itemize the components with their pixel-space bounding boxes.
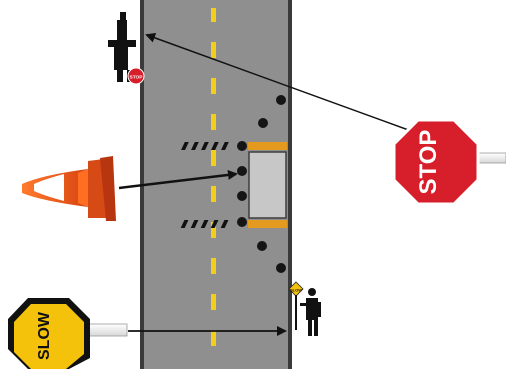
lane-dash xyxy=(211,8,216,22)
stop-paddle-label: STOP xyxy=(415,130,442,195)
cone-marker xyxy=(237,141,247,151)
work-area-box xyxy=(248,151,287,219)
lane-dash xyxy=(211,222,216,238)
flagger-icon xyxy=(300,288,321,336)
small-slow-label: SLOW xyxy=(290,288,302,293)
lane-dash xyxy=(211,294,216,310)
slow-handle xyxy=(83,323,128,337)
lane-dash xyxy=(211,258,216,274)
lane-dash xyxy=(211,186,216,202)
cone-marker xyxy=(257,241,267,251)
barrier-stripes-top xyxy=(181,142,229,150)
center-lane-line xyxy=(211,8,216,346)
lane-dash xyxy=(211,78,216,94)
stop-arrow xyxy=(145,33,415,133)
barrier-stripes-bottom xyxy=(180,220,229,228)
cone-marker xyxy=(237,191,247,201)
stop-paddle-icon: STOP xyxy=(392,118,506,206)
small-stop-sign: STOP xyxy=(127,67,145,85)
lane-dash xyxy=(211,150,216,166)
cone-marker xyxy=(237,166,247,176)
small-stop-label: STOP xyxy=(130,75,144,81)
work-area-barrier-bottom xyxy=(248,220,287,228)
lane-dash xyxy=(211,42,216,58)
cone-arrow xyxy=(118,169,238,190)
road-right-edge xyxy=(288,0,292,369)
work-area xyxy=(180,142,287,228)
lane-dash xyxy=(211,330,216,346)
cone-marker xyxy=(258,118,268,128)
cone-marker xyxy=(237,217,247,227)
work-area-barrier-top xyxy=(248,142,287,150)
cone-markers xyxy=(237,95,286,273)
cone-marker xyxy=(276,263,286,273)
flagger-top: STOP xyxy=(108,12,145,85)
lane-dash xyxy=(211,114,216,130)
flagger-bottom: SLOW xyxy=(288,281,321,336)
slow-paddle-label: SLOW xyxy=(36,311,53,360)
traffic-cone-icon xyxy=(22,156,116,221)
small-slow-sign: SLOW xyxy=(288,281,304,330)
slow-paddle-icon: SLOW xyxy=(8,298,128,369)
cone-marker xyxy=(276,95,286,105)
